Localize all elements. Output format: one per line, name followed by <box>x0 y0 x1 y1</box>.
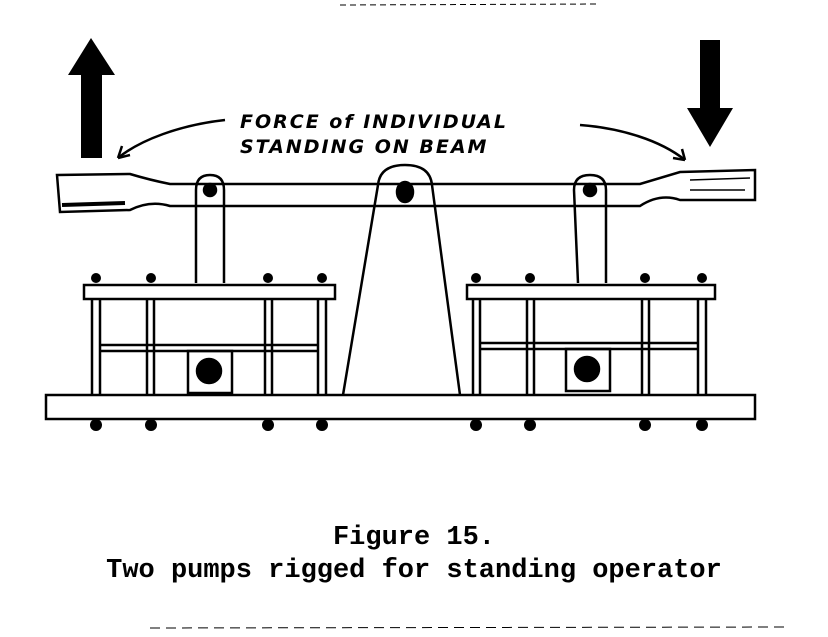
scan-artifact <box>339 3 601 6</box>
left-pump-frame <box>82 283 337 395</box>
right-pump-frame <box>465 283 717 395</box>
left-pump-rod <box>194 173 226 283</box>
center-fulcrum <box>341 163 462 396</box>
curved-arrow-right <box>579 123 686 161</box>
annotation-line2: STANDING ON BEAM <box>240 136 488 158</box>
bolts <box>90 273 708 431</box>
figure-caption: Two pumps rigged for standing operator <box>106 556 722 586</box>
right-pump-rod <box>572 173 608 284</box>
scan-artifact <box>149 626 791 629</box>
down-arrow-icon <box>687 40 733 147</box>
base-plank <box>44 393 757 421</box>
figure-number: Figure 15. <box>332 523 496 553</box>
up-arrow-icon <box>68 38 115 158</box>
annotation-line1: FORCE of INDIVIDUAL <box>240 111 508 133</box>
curved-arrow-left <box>117 118 226 159</box>
beam <box>55 168 757 214</box>
